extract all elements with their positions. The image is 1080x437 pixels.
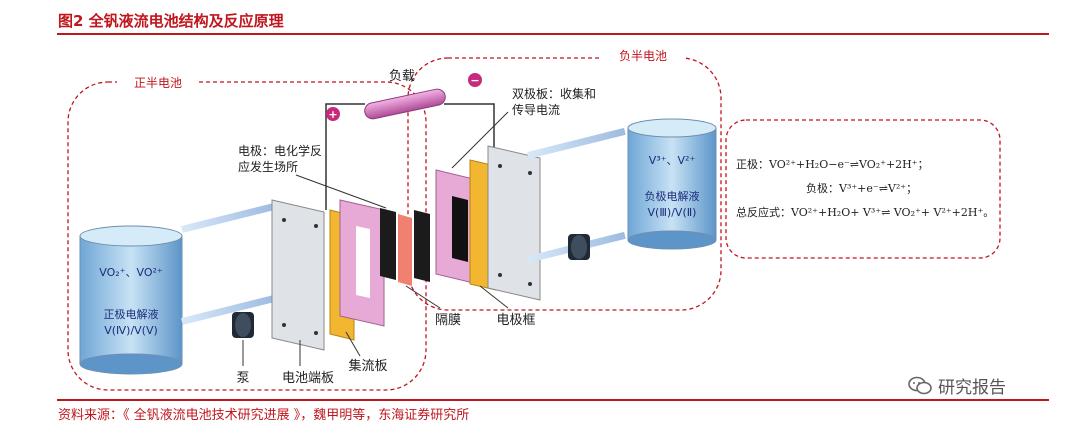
left-electrode xyxy=(380,208,396,280)
negative-half-label: 负半电池 xyxy=(619,49,667,63)
electrode-leader xyxy=(295,174,387,209)
negative-half-tag-bg xyxy=(600,46,686,66)
wechat-icon xyxy=(908,376,932,394)
membrane-leader xyxy=(405,285,441,309)
negative-equation: 负极：V³⁺+e⁻⇌V²⁺； xyxy=(806,181,917,195)
watermark-text: 研究报告 xyxy=(938,378,1006,398)
minus-terminal-icon xyxy=(468,73,482,87)
positive-wire xyxy=(325,103,365,210)
positive-inflow-pipe xyxy=(181,294,276,325)
left-end-plate xyxy=(271,199,325,351)
electrode-frame-label: 电极框 xyxy=(496,313,535,328)
negative-tank-ions: V³⁺、V²⁺ xyxy=(649,154,696,167)
positive-half-label: 正半电池 xyxy=(134,76,182,90)
pump-label: 泵 xyxy=(236,371,249,386)
end-plate-label: 电池端板 xyxy=(282,371,334,386)
bipolar-label-line1: 双极板：收集和 xyxy=(512,86,596,101)
frame-leader xyxy=(479,285,509,309)
electrode-label-line1: 电极：电化学反 xyxy=(238,143,322,158)
negative-electrolyte-tank xyxy=(627,118,717,250)
negative-tank-valence: V(Ⅲ)/V(Ⅱ) xyxy=(648,206,697,219)
minus-sign: − xyxy=(470,74,479,87)
plus-terminal-icon xyxy=(326,107,340,121)
positive-tank-ions: VO₂⁺、VO²⁺ xyxy=(99,266,163,279)
negative-tank-name: 负极电解液 xyxy=(645,189,700,203)
bipolar-label-line2: 传导电流 xyxy=(512,102,560,117)
load-resistor xyxy=(364,88,446,120)
title-rule xyxy=(57,33,1049,35)
positive-tank-name: 正极电解液 xyxy=(104,307,159,321)
positive-half-tag-bg xyxy=(117,73,199,93)
figure-source: 资料来源：《 全钒液流电池技术研究进展 》，魏甲明等，东海证券研究所 xyxy=(58,408,470,423)
positive-equation: 正极：VO²⁺+H₂O−e⁻⇌VO₂⁺+2H⁺； xyxy=(736,157,929,171)
right-end-plate xyxy=(487,145,541,301)
membrane xyxy=(398,214,412,286)
negative-pump xyxy=(568,234,590,260)
negative-outflow-pipe xyxy=(527,127,626,159)
figure-title: 图2 全钒液流电池结构及反应原理 xyxy=(58,12,284,30)
positive-pump xyxy=(232,312,254,338)
positive-tank-valence: V(Ⅳ)/V(Ⅴ) xyxy=(104,324,158,337)
right-electrode xyxy=(414,210,430,282)
overall-equation: 总反应式：VO²⁺+H₂O+ V³⁺⇌ VO₂⁺+ V²⁺+2H⁺。 xyxy=(736,205,994,219)
equation-box-outline xyxy=(725,119,1001,259)
negative-half-cell-outline xyxy=(407,57,722,311)
left-frame-window xyxy=(356,226,370,298)
collector-leader xyxy=(345,331,361,357)
membrane-label: 隔膜 xyxy=(435,313,461,328)
load-label: 负载 xyxy=(389,69,415,84)
positive-half-cell-outline xyxy=(67,81,427,391)
source-rule xyxy=(57,399,1049,401)
positive-outflow-pipe xyxy=(181,202,276,233)
right-frame-window xyxy=(452,196,468,262)
positive-electrolyte-tank xyxy=(79,225,183,375)
current-collector-label: 集流板 xyxy=(348,358,387,374)
electrode-label-line2: 应发生场所 xyxy=(238,159,298,174)
plus-sign: + xyxy=(328,108,337,121)
watermark: 研究报告 xyxy=(908,373,1006,398)
bipolar-leader xyxy=(451,111,509,169)
